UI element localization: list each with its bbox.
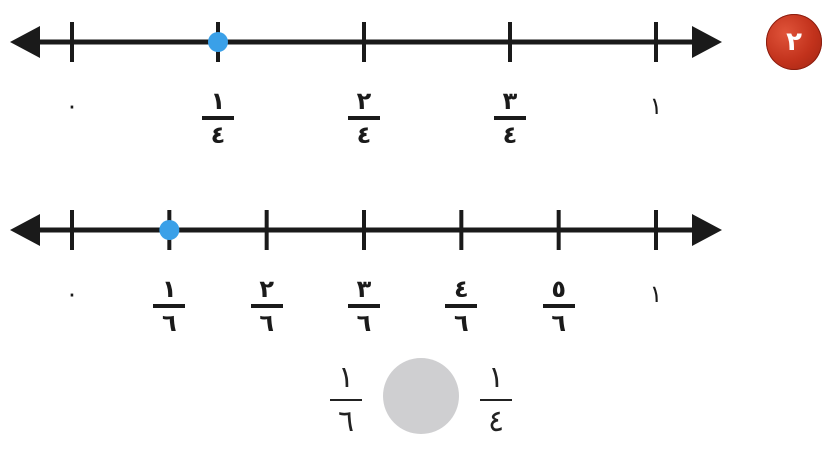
fraction-numerator: ١ [162,275,177,303]
fraction-numerator: ٣ [356,275,372,303]
fraction-denominator: ٦ [259,309,274,337]
fraction-bar [480,399,512,401]
fraction-bar [250,304,283,308]
marked-point [159,220,180,240]
tick-label: ٠ [65,92,79,120]
comparison-right-fraction: ١ ٤ [474,360,518,440]
arrow-left-icon [10,214,40,246]
fraction-numerator: ١ [210,87,226,115]
fraction-numerator: ٢ [356,87,372,115]
fraction-denominator: ٤ [502,121,518,149]
comparison-right-numerator: ١ [487,360,505,395]
comparison-left-numerator: ١ [337,360,355,395]
fraction-numerator: ٥ [551,275,566,303]
fraction-denominator: ٤ [356,121,372,149]
fraction-bar [542,304,575,308]
fraction-bar [494,116,526,120]
fraction-bar [202,116,234,120]
fraction-denominator: ٤ [210,121,226,149]
comparison-right-denominator: ٤ [487,404,505,439]
fraction-denominator: ٦ [356,309,372,337]
fraction-denominator: ٦ [162,309,177,337]
fraction-denominator: ٦ [551,309,566,337]
arrow-right-icon [692,214,722,246]
marked-point [208,32,228,52]
fraction-bar [348,304,380,308]
question-number-badge: ٢ [766,14,822,70]
fraction-numerator: ٢ [259,275,274,303]
fraction-numerator: ٣ [502,87,518,115]
question-number: ٢ [786,27,802,57]
fraction-bar [445,304,478,308]
comparison-left-denominator: ٦ [337,404,355,439]
fraction-numerator: ٤ [454,275,469,303]
comparison-left-fraction: ١ ٦ [324,360,368,440]
tick-label: ٠ [65,280,79,308]
fraction-bar [330,399,362,401]
fraction-denominator: ٦ [454,309,469,337]
arrow-right-icon [692,26,722,58]
arrow-left-icon [10,26,40,58]
fraction-bar [153,304,186,308]
tick-label: ١ [649,280,663,308]
fraction-bar [348,116,380,120]
comparison-answer-circle[interactable] [383,358,459,434]
tick-label: ١ [649,92,663,120]
